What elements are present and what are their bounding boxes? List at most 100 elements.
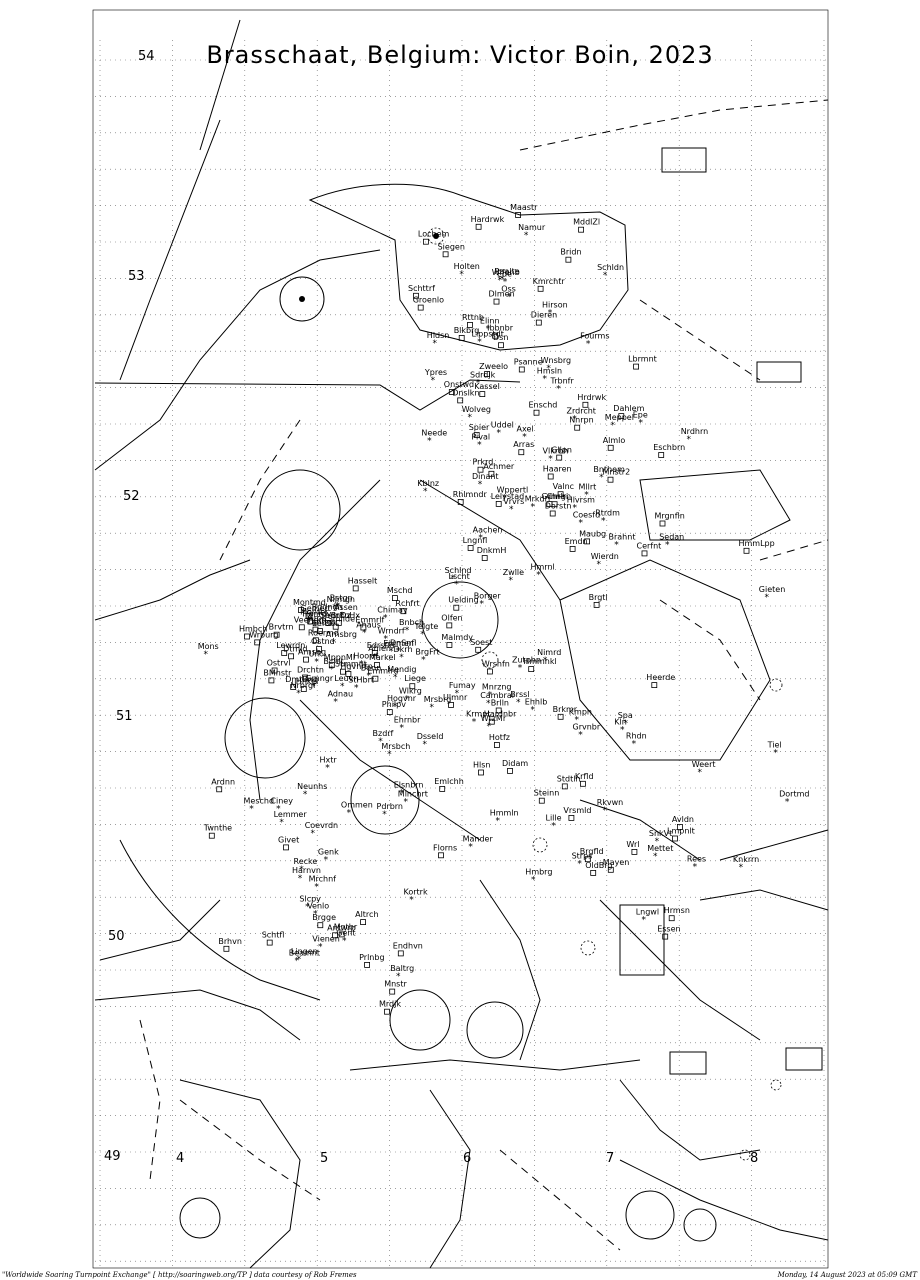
axis-labels: Brasschaat, Belgium: Victor Boin, 2023 "… — [2, 41, 918, 1279]
turnpoint: Dnslkn — [452, 388, 480, 404]
turnpoint-label: Kassel — [474, 382, 500, 391]
turnpoint-star-marker: * — [393, 702, 398, 712]
turnpoint-label: BrknHx — [331, 611, 360, 620]
turnpoint-star-marker: * — [294, 956, 299, 966]
turnpoint-square-marker — [551, 501, 558, 508]
turnpoint-label: Brahnt — [609, 532, 636, 541]
turnpoint: Florns — [433, 843, 457, 859]
turnpoint: *Adnau — [328, 689, 353, 707]
turnpoint-square-marker — [580, 780, 586, 787]
turnpoint-square-marker — [507, 768, 513, 774]
turnpoint-star-marker: * — [472, 718, 477, 728]
turnpoint-label: Blkbrg — [454, 326, 480, 335]
turnpoint-star-marker: * — [641, 915, 646, 925]
turnpoint-square-marker — [475, 646, 482, 653]
turnpoint-label: Dtmld — [283, 644, 307, 653]
turnpoint-label: OldBrg — [585, 861, 612, 870]
turnpoint-star-marker: * — [586, 339, 591, 349]
turnpoint-star-marker: * — [480, 600, 485, 610]
turnpoint: Almlo — [603, 436, 625, 451]
turnpoint: *DnSnfl — [390, 638, 416, 656]
turnpoint: Arnsbg — [298, 648, 326, 663]
turnpoint-label: Genk — [318, 847, 339, 856]
turnpoint-square-marker — [488, 470, 495, 477]
turnpoint-square-marker — [569, 546, 576, 552]
turnpoint: *Hmmln — [490, 809, 519, 827]
turnpoint-label: Nijmgn — [327, 595, 355, 604]
turnpoint-star-marker: * — [313, 910, 318, 920]
turnpoint-label: Axel — [517, 425, 534, 434]
turnpoint-label: Nrdhrn — [681, 427, 709, 436]
turnpoint-star-marker: * — [325, 764, 330, 774]
turnpoint-star-marker: * — [536, 571, 541, 581]
turnpoint: *Nimrd — [537, 648, 561, 666]
turnpoint-square-marker — [574, 424, 581, 431]
turnpoint-square-marker — [339, 668, 346, 675]
turnpoint-star-marker: * — [599, 473, 604, 483]
turnpoint-star-marker: * — [422, 740, 427, 750]
turnpoint: Brkmr — [553, 705, 578, 720]
turnpoint-label: Wlkrg — [399, 687, 422, 696]
turnpoint-star-marker: * — [311, 682, 316, 692]
turnpoint-square-marker — [422, 238, 429, 245]
turnpoint-label: Hasselt — [348, 576, 378, 585]
turnpoint-label: Didam — [502, 759, 528, 768]
turnpoint: *Venlo — [307, 902, 329, 920]
turnpoint: MddlZl — [573, 218, 600, 233]
turnpoint-label: SednDz — [320, 611, 351, 620]
latitude-label: 51 — [116, 709, 133, 724]
turnpoint-star-marker: * — [601, 517, 606, 527]
turnpoint-label: Wlfenb — [492, 268, 520, 277]
turnpoint: *Fourms — [580, 331, 609, 349]
turnpoint: *Bzdrf — [373, 729, 394, 747]
turnpoint: Dieren — [531, 311, 557, 326]
turnpoint-label: Ardnn — [211, 777, 235, 786]
turnpoint-label: Kmpn — [569, 708, 592, 717]
turnpoint: Eerde — [312, 619, 335, 634]
turnpoint-label: Kln — [614, 717, 627, 726]
turnpoint: *Wppertl — [497, 485, 529, 503]
turnpoint: Onstwd — [444, 380, 474, 395]
turnpoint: Emmlrd — [367, 667, 398, 682]
longitude-label: 6 — [463, 1151, 471, 1166]
turnpoint-square-marker — [288, 653, 295, 660]
turnpoint-label: Ehhlb — [525, 697, 548, 706]
turnpoint: *Ede — [497, 270, 512, 288]
turnpoint-label: Oss — [501, 285, 516, 294]
turnpoint-label: Venlo — [307, 902, 329, 911]
turnpoint-star-marker: * — [279, 818, 284, 828]
turnpoint-label: Telgte — [414, 622, 439, 631]
turnpoint: *Hxtr — [320, 756, 338, 774]
turnpoint-label: HmmLpp — [739, 539, 775, 548]
turnpoint-star-marker: * — [310, 829, 315, 839]
turnpoint: *Mendig — [387, 665, 416, 683]
turnpoint-label: Vlkrbh — [543, 447, 569, 456]
turnpoint: Hrmsn — [664, 906, 690, 922]
turnpoint-square-marker — [216, 786, 223, 793]
turnpoint: Malmdy — [441, 633, 473, 648]
turnpoint: *Coesfd — [573, 511, 600, 529]
longitude-label: 4 — [176, 1151, 184, 1166]
turnpoint: MppnMl — [324, 653, 355, 668]
turnpoint: Wrshfn — [482, 660, 510, 675]
turnpoint: Rhlmndr — [453, 490, 487, 505]
turnpoint-label: Hxtr — [320, 756, 338, 765]
turnpoint: *Telgte — [414, 622, 439, 640]
turnpoint-star-marker: * — [306, 616, 311, 626]
turnpoint-star-marker: * — [203, 650, 208, 660]
turnpoint-square-marker — [317, 922, 324, 929]
turnpoint-square-marker — [484, 371, 491, 377]
turnpoint: *Ypres — [424, 368, 447, 386]
turnpoint: *Leuvn — [334, 674, 358, 692]
turnpoint: *Emmen — [383, 639, 414, 657]
turnpoint-label: Florns — [433, 843, 457, 852]
turnpoint-label: Liege — [404, 674, 426, 683]
turnpoint: Schtfl — [262, 931, 284, 946]
turnpoint-label: Mons — [198, 642, 219, 651]
turnpoint-square-marker — [457, 397, 464, 404]
turnpoint-star-marker: * — [332, 638, 337, 648]
turnpoint: Mschd — [387, 586, 413, 601]
turnpoint-star-marker: * — [500, 275, 505, 285]
turnpoint-star-marker: * — [340, 682, 345, 692]
turnpoint-square-marker — [547, 473, 554, 480]
